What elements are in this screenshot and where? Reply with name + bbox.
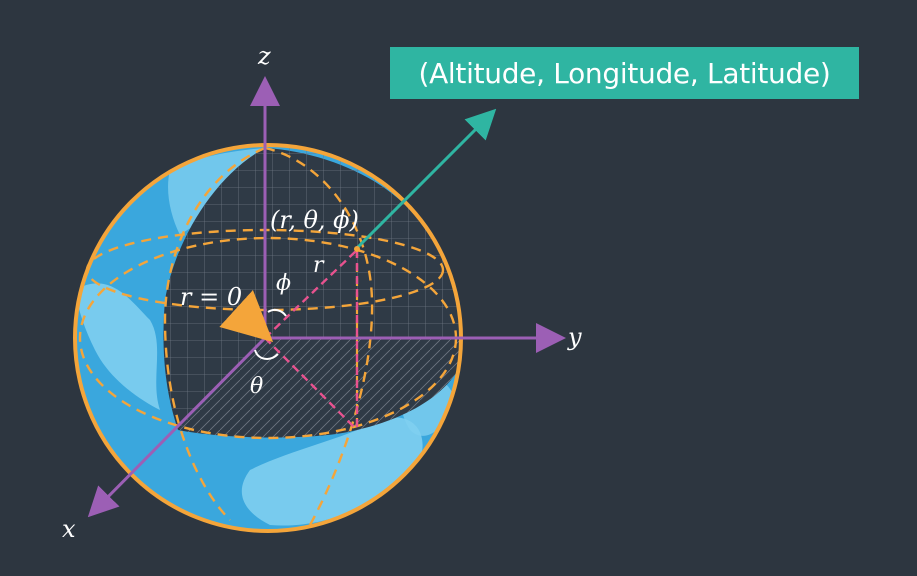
- meridian-right: [264, 146, 374, 526]
- x-axis: [87, 336, 267, 518]
- meridian-front: [163, 146, 266, 521]
- theta-label: θ: [250, 374, 263, 399]
- phi-label: ϕ: [276, 271, 291, 296]
- cutaway-wedge: [163, 148, 460, 438]
- land-left: [75, 283, 160, 410]
- point-marker: [354, 246, 360, 252]
- land-bottom: [241, 417, 423, 526]
- radius-label: r: [313, 253, 325, 278]
- point-label: (r, θ, ϕ): [270, 206, 359, 234]
- x-axis-label: x: [62, 515, 76, 543]
- origin-arrow: [219, 289, 274, 343]
- z-axis-label: z: [257, 42, 271, 70]
- y-axis-label: y: [567, 323, 582, 351]
- altitude-arrow: [355, 108, 497, 250]
- coordinate-callout: (Altitude, Longitude, Latitude): [390, 47, 859, 99]
- radius-lines: [264, 249, 359, 431]
- theta-arc: [254, 349, 279, 360]
- origin-label: r = 0: [180, 283, 242, 311]
